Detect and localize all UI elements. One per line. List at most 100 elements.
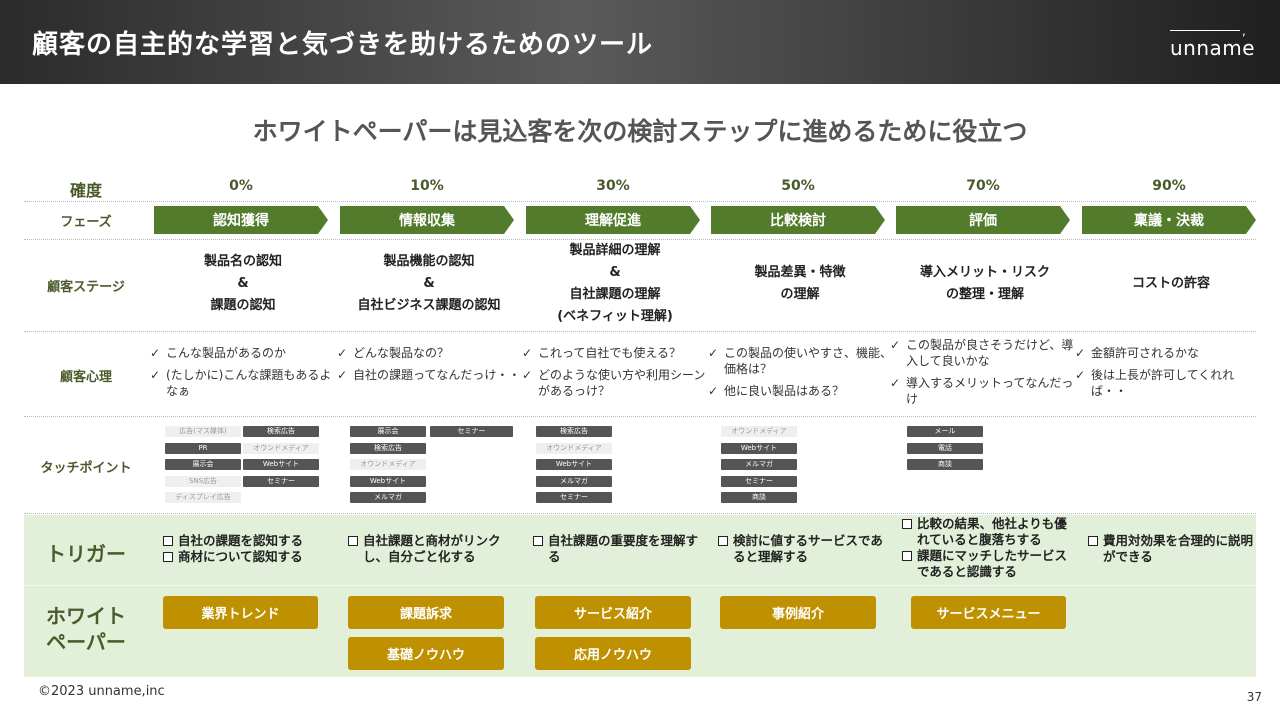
trigger-text: 自社課題の重要度を理解する <box>532 533 708 565</box>
psychology-item: この製品が良さそうだけど、導入して良いかな <box>890 337 1074 369</box>
touchpoint-chip: 電話 <box>907 443 983 454</box>
whitepaper-button[interactable]: 課題訴求 <box>348 596 504 629</box>
touchpoint-chip: 検索広告 <box>350 443 426 454</box>
psychology-item: どんな製品なの？ <box>337 345 521 361</box>
stage-line: 自社課題の理解 <box>569 287 661 302</box>
row-label-whitepaper-line: ホワイト <box>46 604 126 628</box>
customer-stage: コストの許容 <box>1084 240 1258 328</box>
trigger-item: 検討に値するサービスであると理解する <box>717 533 893 565</box>
psychology-item: 導入するメリットってなんだっけ <box>890 375 1074 407</box>
customer-stage: 製品名の認知&課題の認知 <box>156 240 330 328</box>
copyright: ©2023 unname,inc <box>38 684 165 699</box>
touchpoint-chip: オウンドメディア <box>350 459 426 470</box>
trigger-text: 費用対効果を合理的に説明ができる <box>1087 533 1263 565</box>
trigger-item: 課題にマッチしたサービスであると認識する <box>901 548 1077 580</box>
row-label-phase: フェーズ <box>60 215 112 230</box>
customer-psychology: この製品の使いやすさ、機能、価格は？ 他に良い製品はある？ <box>708 345 892 405</box>
whitepaper-button[interactable]: 基礎ノウハウ <box>348 637 504 670</box>
trigger-text: 自社の課題を認知する商材について認知する <box>162 533 338 565</box>
title-bar: 顧客の自主的な学習と気づきを助けるためのツール , unname <box>0 0 1280 84</box>
psychology-item: 他に良い製品はある？ <box>708 383 892 399</box>
customer-stage: 導入メリット・リスクの整理・理解 <box>898 240 1072 328</box>
psychology-item: 後は上長が許可してくれれば・・ <box>1075 367 1259 399</box>
logo-line <box>1170 30 1240 31</box>
row-label-trigger: トリガー <box>46 542 126 566</box>
phase-arrow: 認知獲得 <box>154 206 328 234</box>
whitepaper-button[interactable]: 業界トレンド <box>163 596 318 629</box>
trigger-text: 比較の結果、他社よりも優れていると腹落ちする課題にマッチしたサービスであると認識… <box>901 516 1077 580</box>
touchpoint-chip: メルマガ <box>536 476 612 487</box>
customer-psychology: 金額許可されるかな後は上長が許可してくれれば・・ <box>1075 345 1259 405</box>
whitepaper-button[interactable]: サービスメニュー <box>911 596 1066 629</box>
stage-line: 導入メリット・リスク <box>919 265 1050 280</box>
touchpoint-chip: セミナー <box>721 476 797 487</box>
certainty-value: 90% <box>1152 178 1186 194</box>
logo-tick: , <box>1242 24 1246 38</box>
certainty-value: 50% <box>781 178 815 194</box>
stage-line: 製品差異・特徴 <box>754 265 846 280</box>
slide-subtitle: ホワイトペーパーは見込客を次の検討ステップに進めるために役立つ <box>252 117 1028 146</box>
row-divider <box>24 239 1256 240</box>
phase-arrow: 比較検討 <box>711 206 885 234</box>
stage-line: (ベネフィット理解) <box>557 309 673 324</box>
phase-arrow: 稟議・決裁 <box>1082 206 1256 234</box>
customer-stage: 製品詳細の理解&自社課題の理解(ベネフィット理解) <box>528 240 702 328</box>
touchpoint-chip: セミナー <box>430 426 513 437</box>
stage-line: の整理・理解 <box>945 287 1024 302</box>
row-divider <box>24 513 1256 514</box>
psychology-item: こんな製品があるのか <box>150 345 334 361</box>
whitepaper-button[interactable]: 応用ノウハウ <box>535 637 691 670</box>
trigger-item: 自社の課題を認知する <box>162 533 338 549</box>
stage-line: 製品詳細の理解 <box>569 243 661 258</box>
psychology-item: これって自社でも使える？ <box>522 345 706 361</box>
certainty-value: 0% <box>229 178 253 194</box>
stage-text: 製品詳細の理解&自社課題の理解(ベネフィット理解) <box>557 240 673 328</box>
touchpoint-chip: オウンドメディア <box>721 426 797 437</box>
stage-line: 製品機能の認知 <box>383 254 475 269</box>
stage-line: 製品名の認知 <box>203 254 282 269</box>
row-label-certainty: 確度 <box>69 181 102 200</box>
row-label-whitepaper: ホワイト ペーパー <box>26 603 146 655</box>
whitepaper-button[interactable]: サービス紹介 <box>535 596 691 629</box>
unname-logo: , unname <box>1170 24 1255 62</box>
trigger-item: 比較の結果、他社よりも優れていると腹落ちする <box>901 516 1077 548</box>
psychology-item: 金額許可されるかな <box>1075 345 1259 361</box>
row-label-touchpoint: タッチポイント <box>40 461 132 476</box>
touchpoint-chip: 商談 <box>721 492 797 503</box>
touchpoint-chip: セミナー <box>243 476 319 487</box>
row-divider <box>24 331 1256 332</box>
stage-text: 導入メリット・リスクの整理・理解 <box>920 262 1050 306</box>
customer-psychology: これって自社でも使える？どのような使い方や利用シーンがあるっけ？ <box>522 345 706 405</box>
trigger-item: 自社課題と商材がリンクし、自分ごと化する <box>347 533 523 565</box>
stage-line: の理解 <box>780 287 820 302</box>
touchpoint-chip: SNS広告 <box>165 476 241 487</box>
page-number: 37 <box>1246 690 1262 704</box>
psychology-item: (たしかに)こんな課題もあるよなぁ <box>150 367 334 399</box>
row-label-stage: 顧客ステージ <box>47 280 125 295</box>
row-divider <box>24 416 1256 417</box>
touchpoint-chip: 展示会 <box>165 459 241 470</box>
slide-title: 顧客の自主的な学習と気づきを助けるためのツール <box>32 30 654 60</box>
touchpoint-chip: オウンドメディア <box>536 443 612 454</box>
logo-text: unname <box>1170 36 1256 60</box>
touchpoint-chip: 広告(マス媒体) <box>165 426 241 437</box>
row-divider <box>24 201 1256 202</box>
stage-line: 自社ビジネス課題の認知 <box>357 298 501 313</box>
touchpoint-chip: 展示会 <box>350 426 426 437</box>
psychology-item: この製品の使いやすさ、機能、価格は？ <box>708 345 892 377</box>
trigger-text: 検討に値するサービスであると理解する <box>717 533 893 565</box>
phase-arrow: 評価 <box>896 206 1070 234</box>
stage-line: 課題の認知 <box>210 298 276 313</box>
whitepaper-button[interactable]: 事例紹介 <box>720 596 876 629</box>
touchpoint-chip: 検索広告 <box>243 426 319 437</box>
customer-psychology: この製品が良さそうだけど、導入して良いかな導入するメリットってなんだっけ <box>890 337 1074 413</box>
customer-stage: 製品差異・特徴の理解 <box>713 240 887 328</box>
phase-arrow: 情報収集 <box>340 206 514 234</box>
row-label-psychology: 顧客心理 <box>59 370 112 385</box>
psychology-item: 自社の課題ってなんだっけ・・ <box>337 367 521 383</box>
stage-text: 製品名の認知&課題の認知 <box>204 251 282 317</box>
touchpoint-chip: 商談 <box>907 459 983 470</box>
trigger-item: 自社課題の重要度を理解する <box>532 533 708 565</box>
touchpoint-chip: メルマガ <box>350 492 426 503</box>
certainty-value: 10% <box>410 178 444 194</box>
